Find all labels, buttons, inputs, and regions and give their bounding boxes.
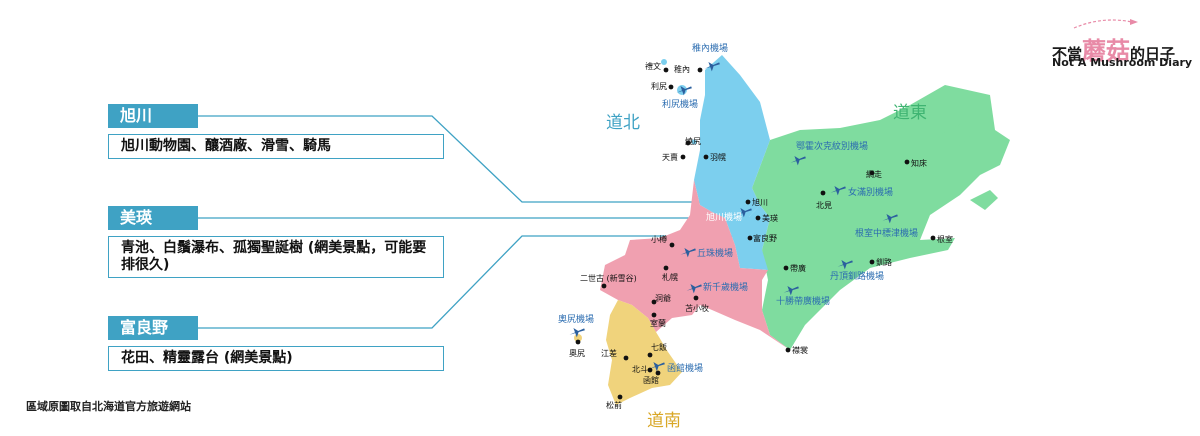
- city-label: 利尻: [651, 81, 667, 91]
- city-label: 函館: [643, 375, 659, 385]
- region-doo: [600, 180, 790, 350]
- city-label: 室蘭: [650, 318, 666, 328]
- city-label: 富良野: [753, 233, 777, 243]
- city-label: 帶廣: [790, 263, 806, 273]
- attraction-title-asahikawa: 旭川: [108, 104, 198, 128]
- city-label: 天賣: [662, 152, 678, 162]
- plane-trail-icon: [1073, 19, 1138, 29]
- leader-line-furano: [108, 235, 750, 329]
- airplane-icon: [686, 283, 702, 294]
- airport-label: 奧尻機場: [558, 313, 594, 325]
- city-label: 稚內: [674, 64, 690, 74]
- airplane-icon: [569, 327, 585, 338]
- airport-label: 稚內機場: [692, 42, 728, 54]
- airport-label: 十勝帶廣機場: [776, 295, 830, 307]
- attraction-desc-biei: 青池、白鬚瀑布、孤獨聖誕樹 (網美景點，可能要排很久): [108, 236, 444, 278]
- airport-label: 丹頂釧路機場: [830, 270, 884, 282]
- airport-label: 利尻機場: [662, 98, 698, 110]
- city-label: 二世古 (新雪谷): [580, 273, 637, 283]
- airport-label: 丘珠機場: [697, 247, 733, 259]
- city-label: 羽幌: [710, 152, 726, 162]
- airport-label: 女滿別機場: [848, 186, 893, 198]
- airplane-icon: [830, 185, 846, 196]
- site-logo: 不當蘑菇的日子 Not A Mushroom Diary: [1052, 16, 1192, 76]
- region-label-south: 道南: [647, 411, 681, 431]
- city-label: 美瑛: [762, 213, 778, 223]
- airport-label: 新千歲機場: [703, 281, 748, 293]
- attraction-desc-asahikawa: 旭川動物園、釀酒廠、滑雪、騎馬: [108, 134, 444, 159]
- leader-line-asahikawa: [108, 115, 750, 203]
- island-yagishiri: [691, 139, 697, 145]
- city-label: 襟裳: [792, 345, 808, 355]
- island-shiretoko: [915, 120, 975, 175]
- airplane-icon: [783, 285, 799, 296]
- airplane-icon: [882, 213, 898, 224]
- attraction-title-furano: 富良野: [108, 316, 198, 340]
- airplane-icon: [736, 207, 752, 218]
- source-note: 區域原圖取自北海道官方旅遊網站: [26, 400, 191, 413]
- city-label: 根室: [937, 234, 953, 244]
- island-okushiri: [574, 334, 582, 342]
- region-label-north: 道北: [606, 113, 640, 133]
- airplane-icon: [649, 361, 665, 372]
- city-label: 札幌: [662, 272, 678, 282]
- airplane-icon: [704, 61, 720, 72]
- city-label: 燒尻: [685, 136, 701, 146]
- logo-subtitle: Not A Mushroom Diary: [1052, 56, 1193, 69]
- region-dohoku-center: [725, 205, 770, 270]
- logo-title: 不當蘑菇的日子: [1052, 37, 1176, 65]
- city-label: 奧尻: [569, 348, 585, 358]
- island-rebun: [661, 59, 667, 65]
- city-label: 松前: [606, 400, 622, 410]
- city-label: 江差: [601, 348, 617, 358]
- region-dohoku: [694, 55, 770, 220]
- city-label: 釧路: [876, 257, 892, 267]
- airport-label: 旭川機場: [706, 211, 742, 223]
- airplane-icon: [790, 155, 806, 166]
- region-doto: [752, 85, 1010, 350]
- city-label: 禮文: [645, 61, 661, 71]
- attraction-title-biei: 美瑛: [108, 206, 198, 230]
- airplane-icon: [676, 85, 692, 96]
- airplane-icon: [837, 259, 853, 270]
- region-label-east: 道東: [893, 103, 927, 123]
- city-label: 七飯: [651, 342, 667, 352]
- airport-label: 根室中標津機場: [855, 227, 918, 239]
- city-label: 小樽: [651, 234, 667, 244]
- airplane-icon: [680, 247, 696, 258]
- city-label: 苫小牧: [685, 303, 709, 313]
- city-label: 旭川: [752, 197, 768, 207]
- region-donan: [606, 300, 682, 405]
- airport-label: 鄂霍次克紋別機場: [796, 140, 868, 152]
- city-label: 北見: [816, 201, 832, 210]
- island-kunashiri: [970, 190, 998, 210]
- city-label: 網走: [866, 169, 882, 179]
- city-label: 洞爺: [655, 293, 671, 303]
- airport-label: 函館機場: [667, 362, 703, 374]
- attraction-desc-furano: 花田、精靈露台 (網美景點): [108, 346, 444, 371]
- city-label: 北斗: [632, 365, 648, 374]
- city-label: 知床: [911, 158, 927, 168]
